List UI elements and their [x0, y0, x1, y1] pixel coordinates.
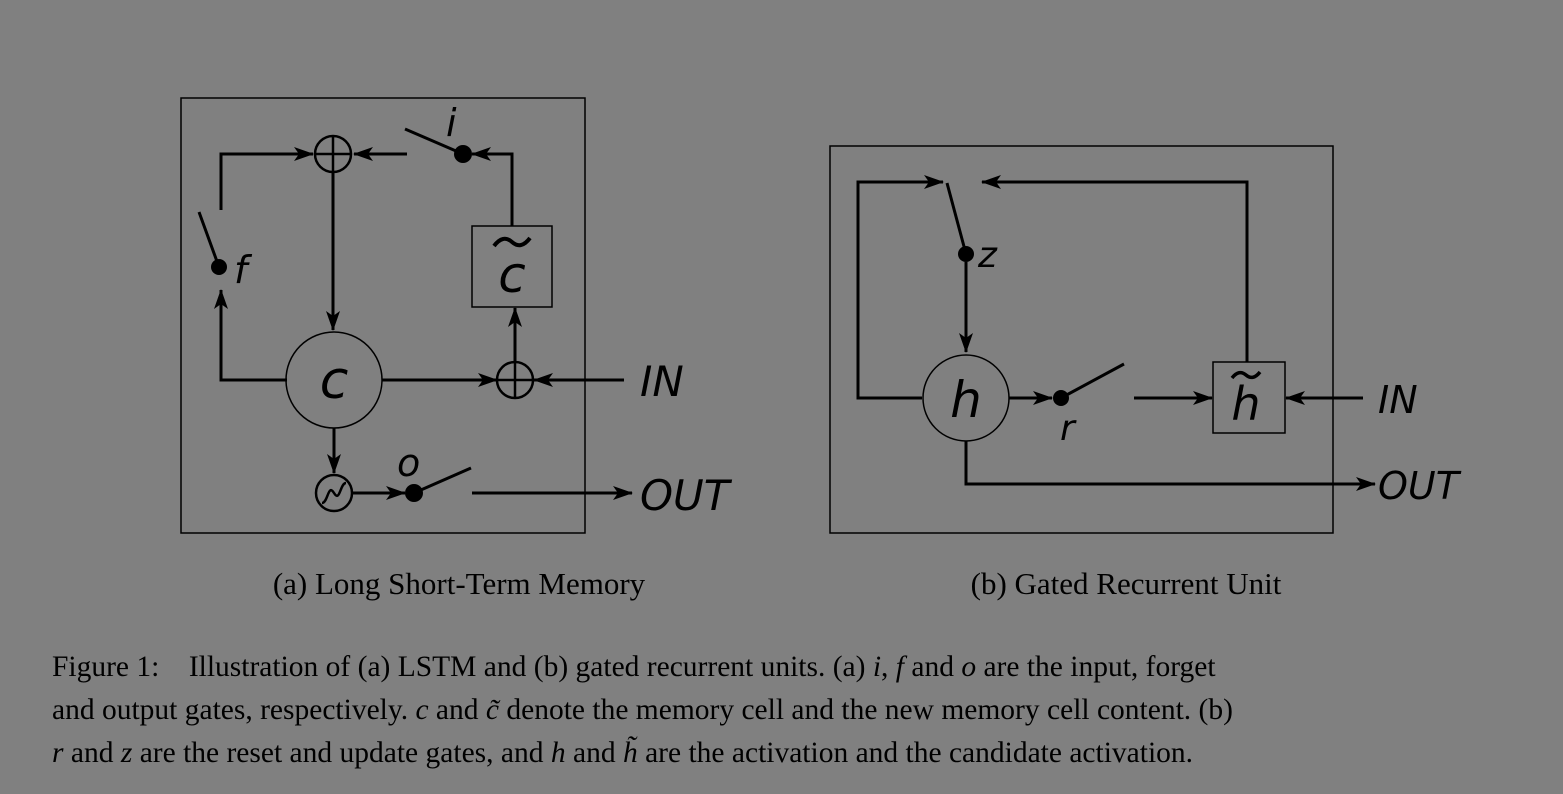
gru-output-label: OUT — [1378, 464, 1462, 508]
gru-frame — [829, 145, 1334, 534]
caption-text: and — [63, 737, 121, 769]
gru-reset-gate-label: r — [1060, 408, 1077, 449]
gru-left-loop — [856, 175, 944, 400]
gru-subcaption: (b) Gated Recurrent Unit — [971, 566, 1282, 601]
gru-activation-node: h — [922, 354, 1010, 442]
caption-text: are the activation and the candidate act… — [637, 737, 1194, 769]
lstm-forget-gate-label: f — [234, 248, 253, 292]
lstm-subcaption: (a) Long Short-Term Memory — [273, 566, 646, 601]
caption-line-1: Figure 1: Illustration of (a) LSTM and (… — [52, 646, 1542, 689]
gru-activation-label: h — [950, 371, 982, 429]
lstm-input-label: IN — [640, 357, 684, 406]
caption-text: Figure 1: Illustration of (a) LSTM and (… — [52, 651, 873, 683]
lstm-top-sum-node — [313, 134, 353, 174]
caption-math-i: i — [872, 651, 882, 683]
gru-candidate-return-path — [981, 175, 1249, 362]
lstm-output-gate-switch — [405, 466, 472, 502]
caption-line-3: r and z are the reset and update gates, … — [52, 732, 1542, 775]
lstm-candidate-cell-label: c — [498, 246, 526, 304]
lstm-memory-cell-node: c — [285, 331, 383, 429]
gru-candidate-tilde-mark — [1230, 370, 1262, 380]
gru-reset-gate-switch — [1053, 362, 1125, 406]
lstm-diagram: f i c c IN — [180, 97, 733, 534]
caption-text: and output gates, respectively. — [52, 694, 416, 726]
caption-math-h-tilde: h̃ — [622, 737, 638, 769]
gru-candidate-label: h — [1231, 377, 1260, 431]
gru-candidate-box: h — [1212, 361, 1286, 434]
lstm-lower-sum-node — [495, 360, 535, 400]
lstm-candidate-cell-box: c — [471, 225, 553, 308]
caption-math-h: h — [550, 737, 566, 769]
gru-output-path — [964, 441, 1376, 491]
lstm-candidate-tilde-mark — [492, 236, 532, 248]
lstm-frame — [180, 97, 586, 534]
caption-text: and — [428, 694, 486, 726]
lstm-input-gate-switch — [404, 127, 472, 163]
lstm-input-gate-label: i — [446, 101, 457, 145]
gru-update-gate-label: z — [977, 235, 998, 276]
caption-text: are the reset and update gates, and — [132, 737, 551, 769]
lstm-forget-loop-lower — [214, 289, 287, 382]
lstm-forget-gate-switch — [197, 211, 227, 275]
gru-diagram: z h r h IN OUT — [829, 145, 1462, 534]
caption-math-r: r — [52, 737, 64, 769]
lstm-memory-cell-label: c — [320, 351, 349, 411]
caption-text: and — [904, 651, 962, 683]
lstm-output-gate-label: o — [397, 441, 420, 485]
caption-text: are the input, forget — [976, 651, 1216, 683]
caption-text: , — [881, 651, 896, 683]
lstm-tanh-node — [314, 473, 354, 513]
caption-math-f: f — [895, 651, 904, 683]
caption-text: and — [565, 737, 623, 769]
gru-update-gate-switch — [945, 182, 974, 262]
caption-math-c-tilde: c̃ — [485, 694, 499, 726]
gru-input-label: IN — [1378, 378, 1418, 422]
caption-line-2: and output gates, respectively. c and c̃… — [52, 689, 1542, 732]
lstm-ctilde-to-input-gate — [471, 147, 514, 226]
caption-math-z: z — [120, 737, 133, 769]
lstm-forget-loop-upper — [219, 147, 314, 210]
caption-text: denote the memory cell and the new memor… — [498, 694, 1233, 726]
lstm-output-label: OUT — [640, 471, 733, 520]
caption-math-o: o — [961, 651, 977, 683]
caption-math-c: c — [415, 694, 429, 726]
figure-caption: Figure 1: Illustration of (a) LSTM and (… — [52, 646, 1542, 775]
